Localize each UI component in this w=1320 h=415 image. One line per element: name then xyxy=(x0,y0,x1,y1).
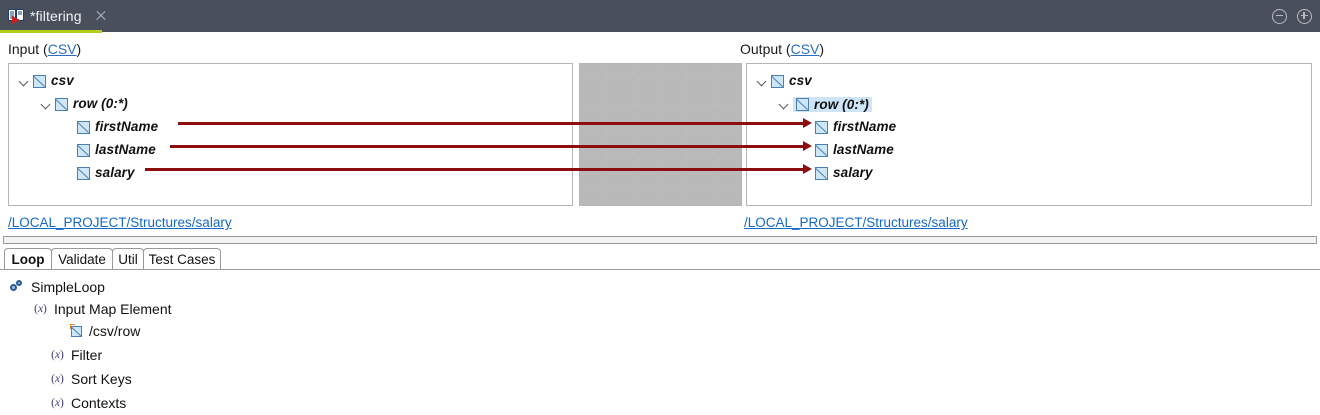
grid-line xyxy=(606,64,607,205)
editor-tab-label: *filtering xyxy=(30,8,82,24)
grid-line xyxy=(660,64,661,205)
output-structure-path-link[interactable]: /LOCAL_PROJECT/Structures/salary xyxy=(744,215,968,230)
mapping-grid-canvas[interactable] xyxy=(579,63,742,206)
tree-item-csv-row[interactable]: /csv/row xyxy=(70,322,140,340)
output-label-prefix: Output ( xyxy=(740,41,791,57)
input-node-csv[interactable]: csv xyxy=(17,72,74,90)
grid-line xyxy=(687,64,688,205)
input-node-label: csv xyxy=(51,73,74,88)
element-icon xyxy=(771,74,784,88)
output-node-label: row (0:*) xyxy=(814,96,869,112)
input-label-suffix: ) xyxy=(76,41,82,57)
input-node-lastname[interactable]: lastName xyxy=(77,141,156,159)
chevron-down-icon[interactable] xyxy=(17,74,31,88)
input-label-prefix: Input ( xyxy=(8,41,48,57)
tree-item-filter[interactable]: (x) Filter xyxy=(49,346,102,364)
bottom-tabstrip: Loop Validate Util Test Cases xyxy=(0,248,1320,270)
connection-line-firstname[interactable] xyxy=(178,122,803,125)
grid-line xyxy=(580,132,741,133)
connection-arrow-firstname xyxy=(803,118,812,128)
output-csv-link[interactable]: CSV xyxy=(790,41,820,57)
input-panel-label: Input (CSV) xyxy=(8,41,81,57)
element-icon xyxy=(815,120,828,134)
input-tree-panel[interactable]: csv row (0:*) firstName lastName salary xyxy=(8,63,573,206)
tree-item-label: Filter xyxy=(71,347,103,363)
output-node-firstname[interactable]: firstName xyxy=(815,118,896,136)
mapping-document-icon xyxy=(8,8,24,24)
minimize-icon[interactable] xyxy=(1272,8,1287,24)
grid-line xyxy=(580,159,741,160)
maximize-icon[interactable] xyxy=(1297,8,1312,24)
window-controls xyxy=(1272,0,1312,32)
loop-details-tree[interactable]: SimpleLoop (x) Input Map Element /csv/ro… xyxy=(0,272,1320,415)
function-icon: (x) xyxy=(51,397,64,409)
grid-line xyxy=(580,105,741,106)
editor-titlebar: *filtering xyxy=(0,0,1320,33)
tree-item-label: SimpleLoop xyxy=(31,279,105,295)
element-icon xyxy=(55,97,68,111)
connection-arrow-lastname xyxy=(803,141,812,151)
element-icon xyxy=(815,143,828,157)
input-node-label: lastName xyxy=(95,142,156,157)
output-node-salary[interactable]: salary xyxy=(815,164,873,182)
function-icon: (x) xyxy=(51,373,64,385)
input-node-firstname[interactable]: firstName xyxy=(77,118,158,136)
tab-validate[interactable]: Validate xyxy=(51,248,113,270)
output-node-label: csv xyxy=(789,73,812,88)
tabstrip-baseline xyxy=(0,269,1320,270)
input-node-label: salary xyxy=(95,165,135,180)
tree-item-input-map-element[interactable]: (x) Input Map Element xyxy=(32,300,172,318)
output-node-label: lastName xyxy=(833,142,894,157)
tree-item-label: Sort Keys xyxy=(71,371,132,387)
element-ref-icon xyxy=(70,324,84,338)
input-csv-link[interactable]: CSV xyxy=(47,41,77,57)
element-icon xyxy=(77,166,90,180)
tree-item-label: Input Map Element xyxy=(54,301,172,317)
chevron-down-icon[interactable] xyxy=(39,97,53,111)
output-node-row[interactable]: row (0:*) xyxy=(777,95,872,113)
tree-item-simpleloop[interactable]: SimpleLoop xyxy=(10,278,105,296)
output-node-label: salary xyxy=(833,165,873,180)
element-icon xyxy=(815,166,828,180)
output-tree-panel[interactable]: csv row (0:*) firstName lastName salary xyxy=(746,63,1312,206)
active-tab-indicator xyxy=(0,30,102,33)
input-structure-path-link[interactable]: /LOCAL_PROJECT/Structures/salary xyxy=(8,215,232,230)
editor-tab-filtering[interactable]: *filtering xyxy=(0,0,114,32)
input-node-label: row (0:*) xyxy=(73,96,128,111)
tab-loop[interactable]: Loop xyxy=(4,248,52,270)
function-icon: (x) xyxy=(51,349,64,361)
tab-test-cases[interactable]: Test Cases xyxy=(143,248,221,270)
tab-util[interactable]: Util xyxy=(112,248,144,270)
element-icon xyxy=(796,97,809,111)
tree-item-contexts[interactable]: (x) Contexts xyxy=(49,394,126,412)
element-icon xyxy=(33,74,46,88)
connection-arrow-salary xyxy=(803,164,812,174)
input-node-row[interactable]: row (0:*) xyxy=(39,95,128,113)
chevron-down-icon[interactable] xyxy=(777,97,791,111)
function-icon: (x) xyxy=(34,303,47,315)
tree-item-label: Contexts xyxy=(71,395,127,411)
grid-line xyxy=(580,78,741,79)
chevron-down-icon[interactable] xyxy=(755,74,769,88)
panel-splitter[interactable] xyxy=(3,236,1317,244)
output-node-csv[interactable]: csv xyxy=(755,72,812,90)
element-icon xyxy=(77,120,90,134)
grid-line xyxy=(633,64,634,205)
input-node-label: firstName xyxy=(95,119,159,134)
grid-line xyxy=(714,64,715,205)
close-icon[interactable] xyxy=(94,9,108,23)
connection-line-lastname[interactable] xyxy=(170,145,803,148)
connection-line-salary[interactable] xyxy=(145,168,803,171)
gears-icon xyxy=(10,280,26,294)
tree-item-sort-keys[interactable]: (x) Sort Keys xyxy=(49,370,132,388)
grid-line xyxy=(580,186,741,187)
input-node-salary[interactable]: salary xyxy=(77,164,135,182)
tree-item-label: /csv/row xyxy=(89,323,141,339)
output-node-lastname[interactable]: lastName xyxy=(815,141,894,159)
mapping-area: Input (CSV) Output (CSV) csv row (0:*) f… xyxy=(0,33,1320,236)
element-icon xyxy=(77,143,90,157)
output-label-suffix: ) xyxy=(819,41,825,57)
output-node-label: firstName xyxy=(833,119,897,134)
output-panel-label: Output (CSV) xyxy=(740,41,824,57)
